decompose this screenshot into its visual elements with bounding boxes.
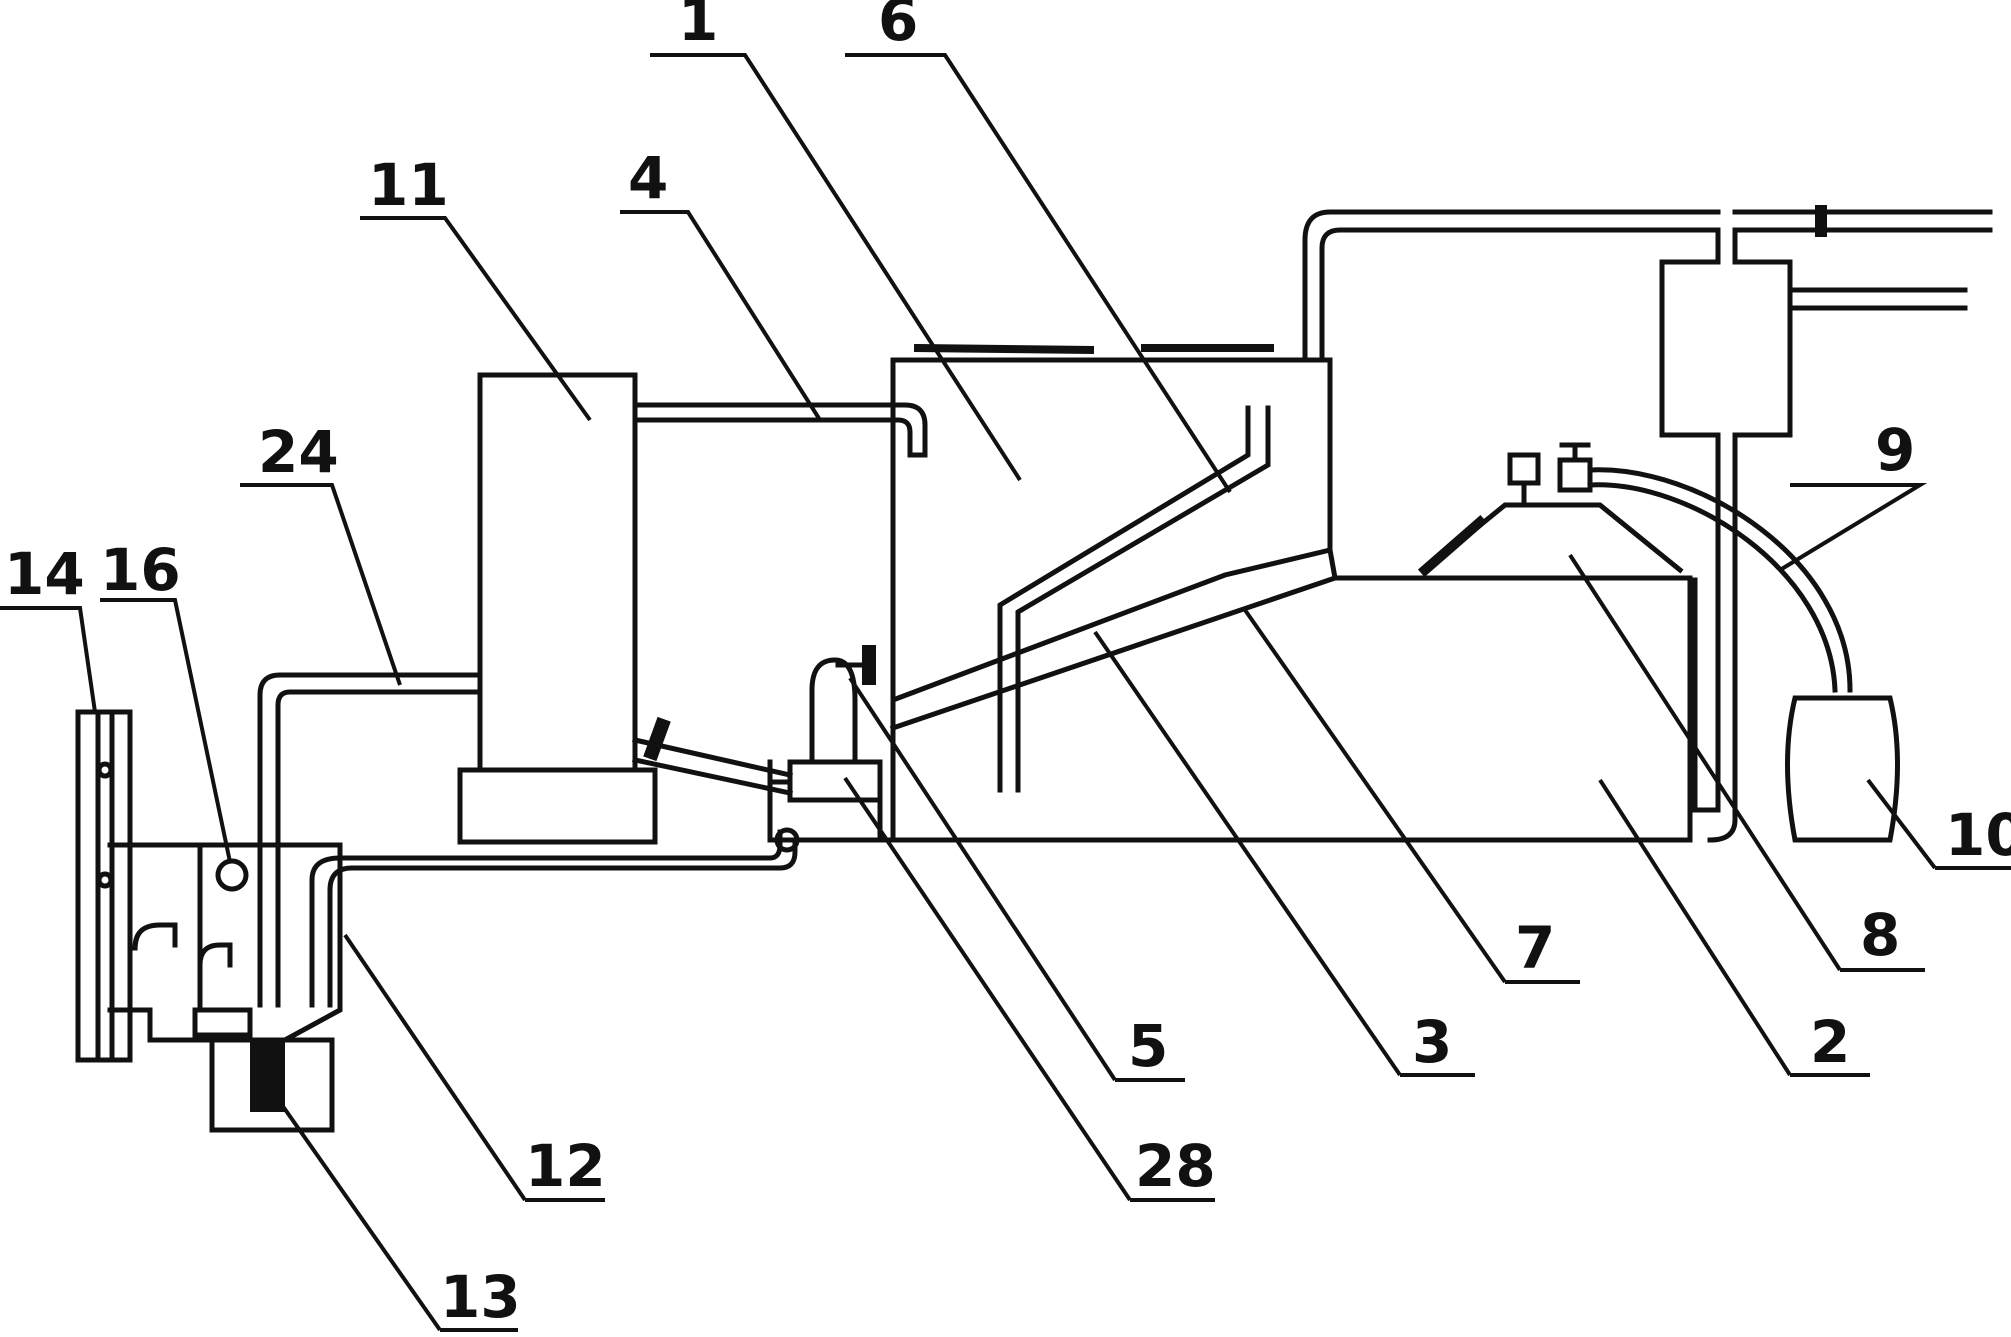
label-2: 2	[1810, 1008, 1850, 1076]
label-7: 7	[1515, 914, 1555, 982]
label-8: 8	[1860, 901, 1900, 969]
labels: 1 6 4 11 24 14 16 9 10 8 7 2 3 5 28 12 1…	[4, 0, 2011, 1331]
label-12: 12	[525, 1132, 606, 1200]
unit-12	[107, 827, 800, 1043]
top-pipes	[1302, 205, 1993, 843]
label-9: 9	[1875, 416, 1915, 484]
label-3: 3	[1412, 1008, 1452, 1076]
label-6: 6	[878, 0, 918, 54]
tank-1	[890, 343, 1333, 704]
tank-11	[457, 372, 658, 845]
label-1: 1	[678, 0, 718, 54]
label-13: 13	[440, 1263, 521, 1331]
label-28: 28	[1135, 1132, 1216, 1200]
label-14: 14	[4, 540, 85, 608]
pipe-6	[997, 405, 1271, 793]
leader-lines	[0, 53, 2011, 1332]
pipe-24	[257, 672, 483, 1008]
dome-8	[1417, 442, 1684, 578]
label-11: 11	[368, 151, 449, 219]
tank-2	[887, 547, 1693, 843]
pipe-4	[632, 402, 928, 758]
hose-9	[1587, 467, 1853, 693]
pipe-11-28	[632, 716, 793, 796]
label-5: 5	[1128, 1012, 1168, 1080]
label-24: 24	[258, 418, 339, 486]
label-10: 10	[1945, 801, 2011, 869]
unit-13	[209, 1037, 335, 1133]
panel-14	[75, 709, 133, 1063]
label-16: 16	[100, 536, 181, 604]
canister-10	[1785, 695, 1900, 843]
label-4: 4	[628, 144, 668, 212]
